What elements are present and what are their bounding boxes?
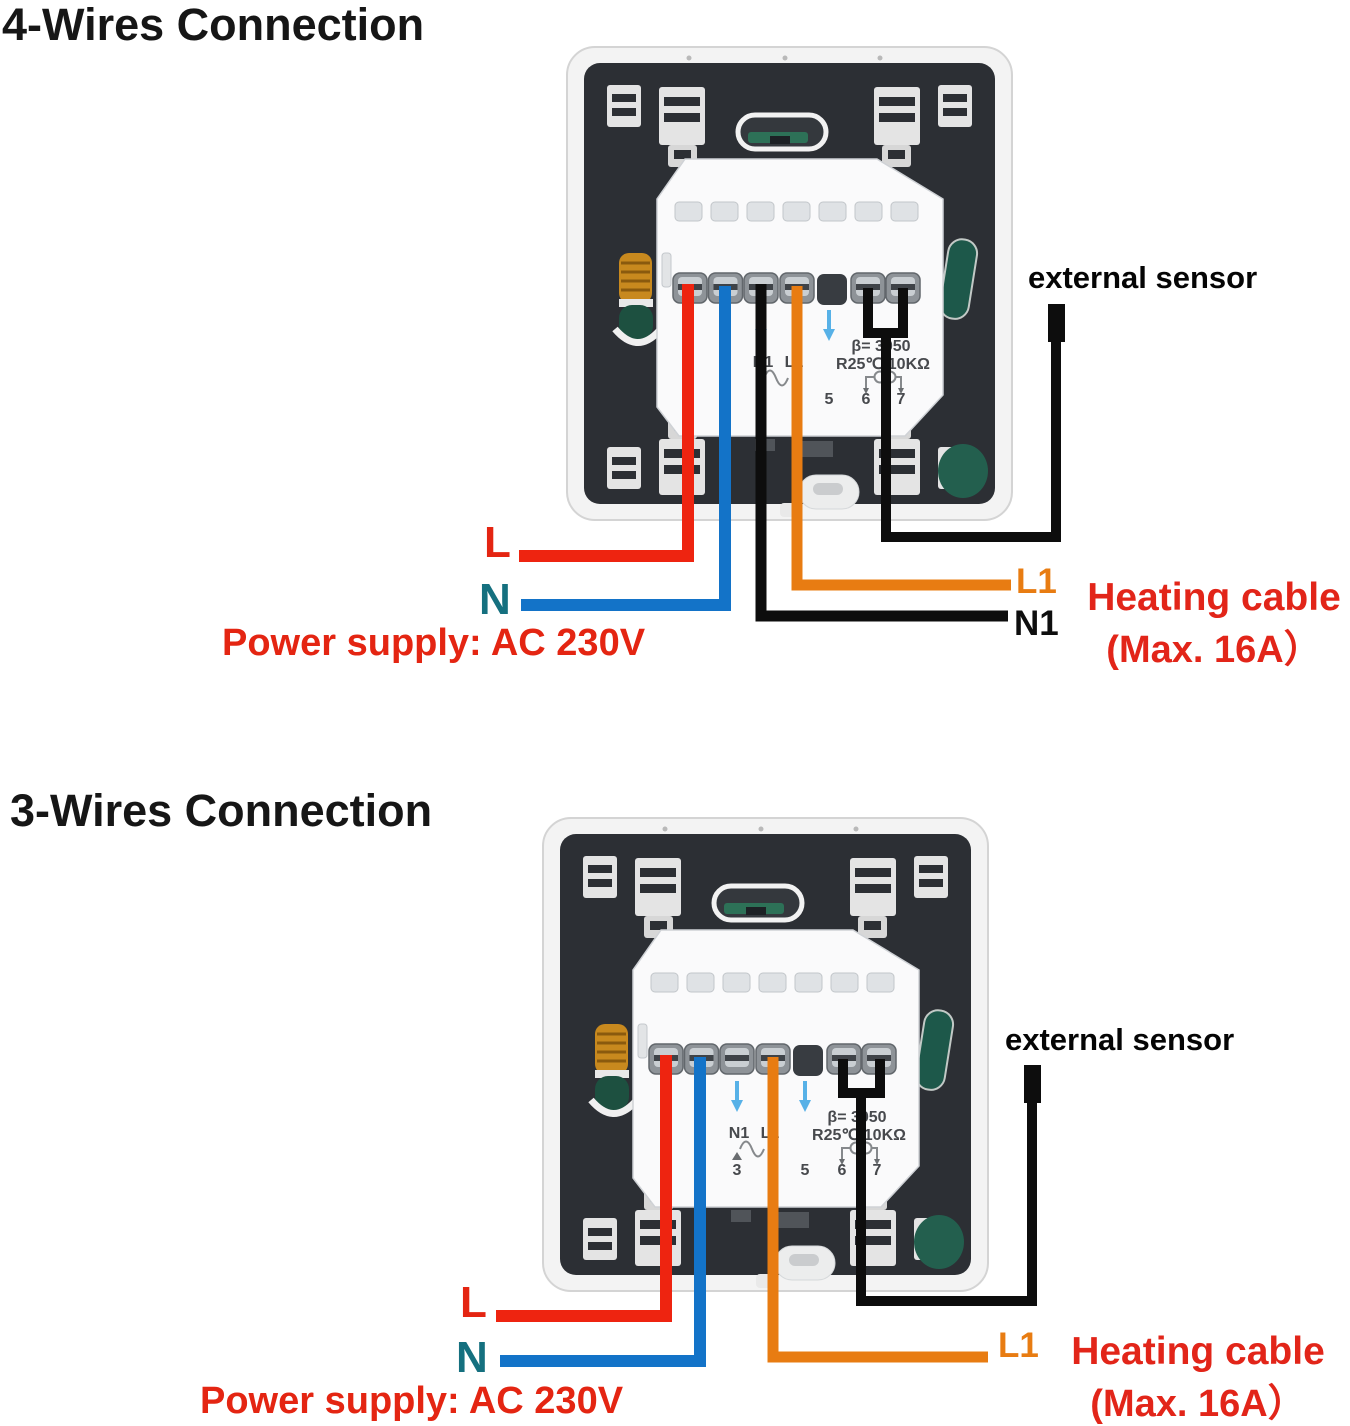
power-supply-caption-3w: Power supply: AC 230V (200, 1380, 624, 1422)
wire-heating-neutral-4w (755, 284, 1008, 622)
sensor-probe-3w (1024, 1065, 1041, 1103)
terminal-5-blank (817, 274, 847, 305)
heating-live-label-4w: L1 (1016, 562, 1057, 601)
power-supply-caption-4w: Power supply: AC 230V (222, 622, 646, 664)
print-num-7: 7 (873, 1162, 882, 1179)
wire-heating-live-4w (791, 286, 1011, 591)
print-terminal-n1: N1 (729, 1125, 750, 1142)
heating-live-label-3w: L1 (998, 1326, 1039, 1365)
heating-cable-line1: Heating cable (1071, 1330, 1325, 1373)
external-sensor-label-4w: external sensor (1028, 260, 1258, 295)
wire-neutral-4w (521, 286, 731, 611)
live-label-4w: L (484, 518, 511, 567)
print-num-6: 6 (862, 391, 871, 408)
pcb-edge (938, 238, 988, 498)
heating-cable-line1: Heating cable (1087, 576, 1341, 619)
release-slot (711, 883, 805, 923)
module-side-slot (661, 252, 672, 288)
sensor-probe-4w (1048, 304, 1065, 342)
print-num-7: 7 (897, 391, 906, 408)
live-label-3w: L (460, 1278, 487, 1327)
print-num-5: 5 (825, 391, 834, 408)
thermostat-backplate-4w: N1 L1 β= 3950 R25℃ 10KΩ 3 5 6 7 (566, 46, 1013, 521)
section-title-3wires: 3-Wires Connection (10, 785, 433, 836)
fuse-element (612, 253, 662, 346)
frame-screw-dots (662, 826, 859, 832)
screw-terminal-3 (719, 1043, 755, 1075)
heating-cable-caption-3w: Heating cable (Max. 16A） (1048, 1332, 1348, 1423)
down-arrow-icon (823, 310, 835, 341)
heating-cable-caption-4w: Heating cable (Max. 16A） (1078, 578, 1350, 669)
vent-slots (650, 972, 895, 993)
bottom-tab (769, 1212, 809, 1228)
heater-squiggle-icon (732, 1140, 765, 1160)
wires-4w (519, 284, 1065, 622)
heating-neutral-label-4w: N1 (1014, 604, 1059, 643)
bottom-tab (731, 1210, 751, 1222)
heating-cable-line2: (Max. 16A） (1090, 1383, 1306, 1425)
wire-sensor-lead-4w (881, 333, 1061, 542)
heating-cable-line2: (Max. 16A） (1106, 629, 1322, 671)
mounting-clips-top (583, 856, 948, 938)
mounting-clips-top (607, 85, 972, 167)
neutral-label-3w: N (456, 1333, 488, 1382)
section-title-4wires: 4-Wires Connection (2, 0, 425, 50)
wire-sensor-lead-3w (856, 1093, 1037, 1306)
wires-3w (496, 1055, 1041, 1367)
terminal-5-blank (793, 1045, 823, 1076)
release-slot (735, 112, 829, 152)
down-arrow-icon (799, 1081, 811, 1112)
print-num-5: 5 (801, 1162, 810, 1179)
pcb-edge (914, 1009, 964, 1269)
down-arrow-icon (731, 1081, 743, 1112)
fuse-element (588, 1024, 638, 1117)
print-num-3: 3 (733, 1162, 742, 1179)
print-num-6: 6 (838, 1162, 847, 1179)
wire-heating-live-3w (767, 1057, 988, 1363)
wire-live-3w (496, 1055, 672, 1322)
wire-neutral-3w (500, 1057, 706, 1367)
wire-live-4w (519, 284, 694, 562)
frame-screw-dots (686, 55, 883, 61)
thermostat-backplate-3w: N1 L1 β= 3950 R25℃ 10KΩ 3 5 6 7 (542, 817, 989, 1292)
bottom-tab (793, 441, 833, 457)
vent-slots (674, 201, 919, 222)
neutral-label-4w: N (479, 575, 511, 624)
external-sensor-label-3w: external sensor (1005, 1022, 1235, 1057)
module-side-slot (637, 1023, 648, 1059)
